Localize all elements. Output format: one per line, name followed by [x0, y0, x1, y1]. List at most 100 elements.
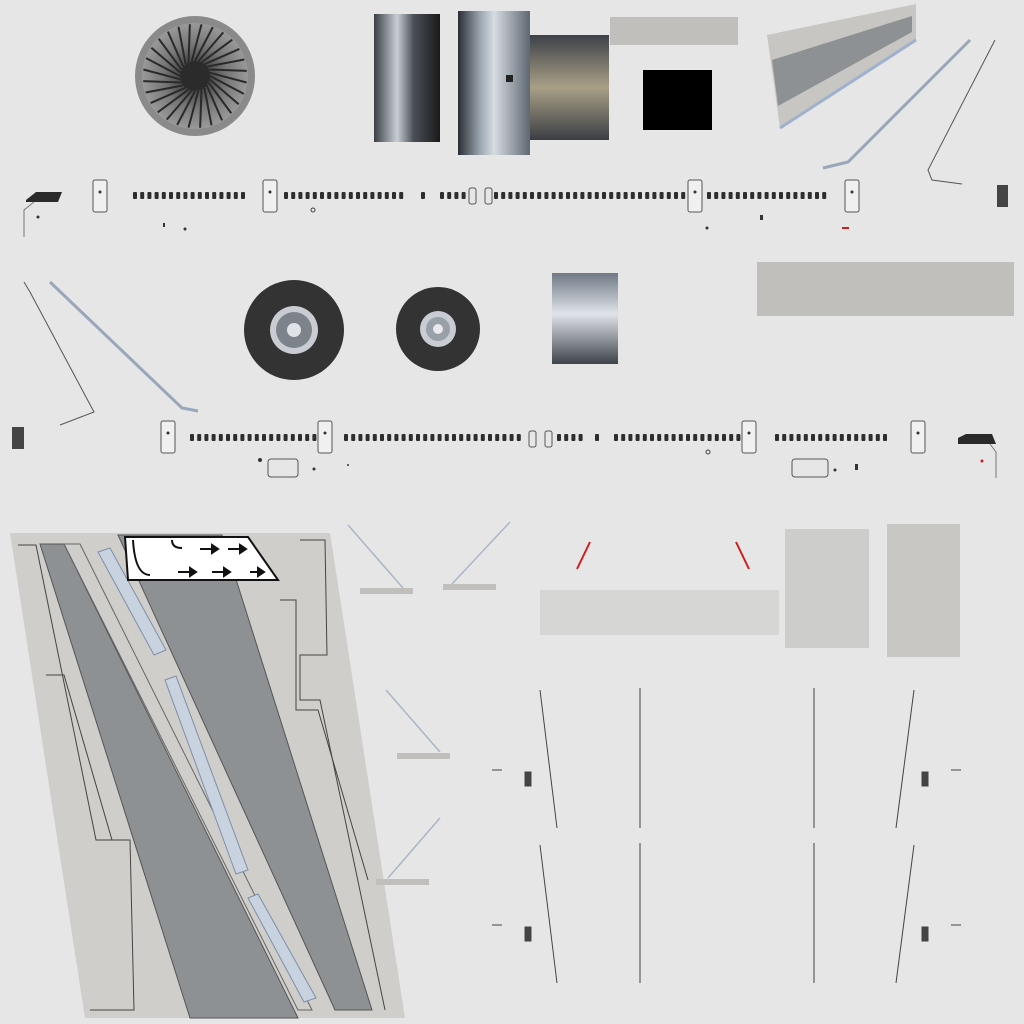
fan-blade — [203, 87, 213, 126]
fan-blade — [143, 80, 182, 84]
window — [384, 192, 389, 199]
fan-blade — [206, 58, 245, 68]
arrow-right-icon — [132, 539, 266, 578]
window — [212, 192, 217, 199]
window — [312, 192, 317, 199]
window — [501, 192, 506, 199]
door — [910, 420, 926, 454]
window — [657, 434, 662, 441]
window — [714, 192, 719, 199]
window — [312, 434, 317, 441]
window — [729, 434, 734, 441]
hatch — [528, 430, 537, 448]
gear-strut-texture — [552, 273, 618, 364]
window — [423, 434, 428, 441]
window — [211, 434, 216, 441]
window — [551, 192, 556, 199]
window — [578, 434, 583, 441]
nacelle-sensor — [506, 75, 513, 82]
window — [609, 192, 614, 199]
window — [298, 192, 303, 199]
window — [621, 434, 626, 441]
window — [839, 434, 844, 441]
window — [502, 434, 507, 441]
window — [664, 434, 669, 441]
door-handle — [747, 431, 751, 435]
window — [811, 434, 815, 441]
window — [392, 192, 396, 199]
window — [377, 192, 382, 199]
window — [365, 434, 370, 441]
window — [782, 434, 787, 441]
fan-blade — [150, 46, 182, 74]
window — [363, 192, 368, 199]
window — [628, 434, 633, 441]
window — [508, 192, 513, 199]
window — [580, 192, 585, 199]
window — [728, 192, 733, 199]
window — [495, 434, 500, 441]
door-handle — [323, 431, 327, 435]
window — [440, 192, 444, 199]
door — [160, 420, 176, 454]
window — [736, 434, 741, 441]
window — [707, 192, 711, 199]
latch — [524, 926, 532, 942]
window — [735, 192, 740, 199]
fan-blade — [176, 90, 196, 126]
grey-panel-wide — [757, 262, 1014, 316]
window — [764, 192, 769, 199]
main-wing-texture — [10, 533, 405, 1019]
window — [183, 192, 188, 199]
window — [571, 434, 576, 441]
window — [454, 192, 459, 199]
door — [687, 179, 703, 213]
window — [671, 434, 676, 441]
latch — [921, 771, 929, 787]
window — [771, 192, 776, 199]
window — [623, 192, 628, 199]
window — [461, 192, 466, 199]
window — [408, 434, 413, 441]
window — [825, 434, 830, 441]
window — [401, 434, 406, 441]
window — [674, 192, 678, 199]
door — [262, 179, 278, 213]
window — [233, 434, 238, 441]
light-panel-wide — [540, 590, 779, 635]
nacelle-panel-2 — [458, 11, 530, 155]
window — [678, 434, 683, 441]
window — [430, 434, 435, 441]
window — [686, 434, 690, 441]
window — [240, 434, 245, 441]
black-panel — [643, 70, 712, 130]
window — [721, 192, 726, 199]
window — [573, 192, 578, 199]
fan-blade — [157, 38, 183, 71]
fan-blade — [199, 89, 203, 128]
window — [847, 434, 851, 441]
door-handle — [268, 190, 272, 194]
red-marker-right — [735, 541, 750, 570]
window — [437, 434, 442, 441]
window — [298, 434, 302, 441]
window — [394, 434, 399, 441]
window — [883, 434, 887, 441]
window — [190, 434, 194, 441]
fan-blade — [145, 84, 184, 94]
window — [241, 192, 245, 199]
latch — [524, 771, 532, 787]
engine-fan-icon — [135, 16, 255, 136]
door-handle — [98, 190, 102, 194]
window — [700, 434, 705, 441]
window — [642, 434, 647, 441]
window — [807, 192, 812, 199]
hatch — [468, 187, 477, 205]
window — [789, 434, 794, 441]
window — [537, 192, 542, 199]
window — [473, 434, 478, 441]
door-handle — [916, 431, 920, 435]
window — [254, 434, 259, 441]
window — [387, 434, 392, 441]
fan-blade — [187, 24, 191, 63]
